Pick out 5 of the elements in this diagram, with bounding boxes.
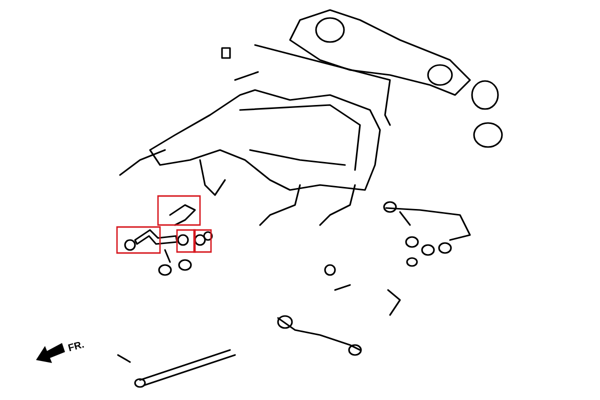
direction-label: FR. — [68, 342, 84, 352]
highlight-box — [193, 229, 212, 253]
highlight-box — [116, 226, 161, 254]
highlight-box — [176, 229, 196, 253]
highlight-box — [157, 195, 201, 226]
